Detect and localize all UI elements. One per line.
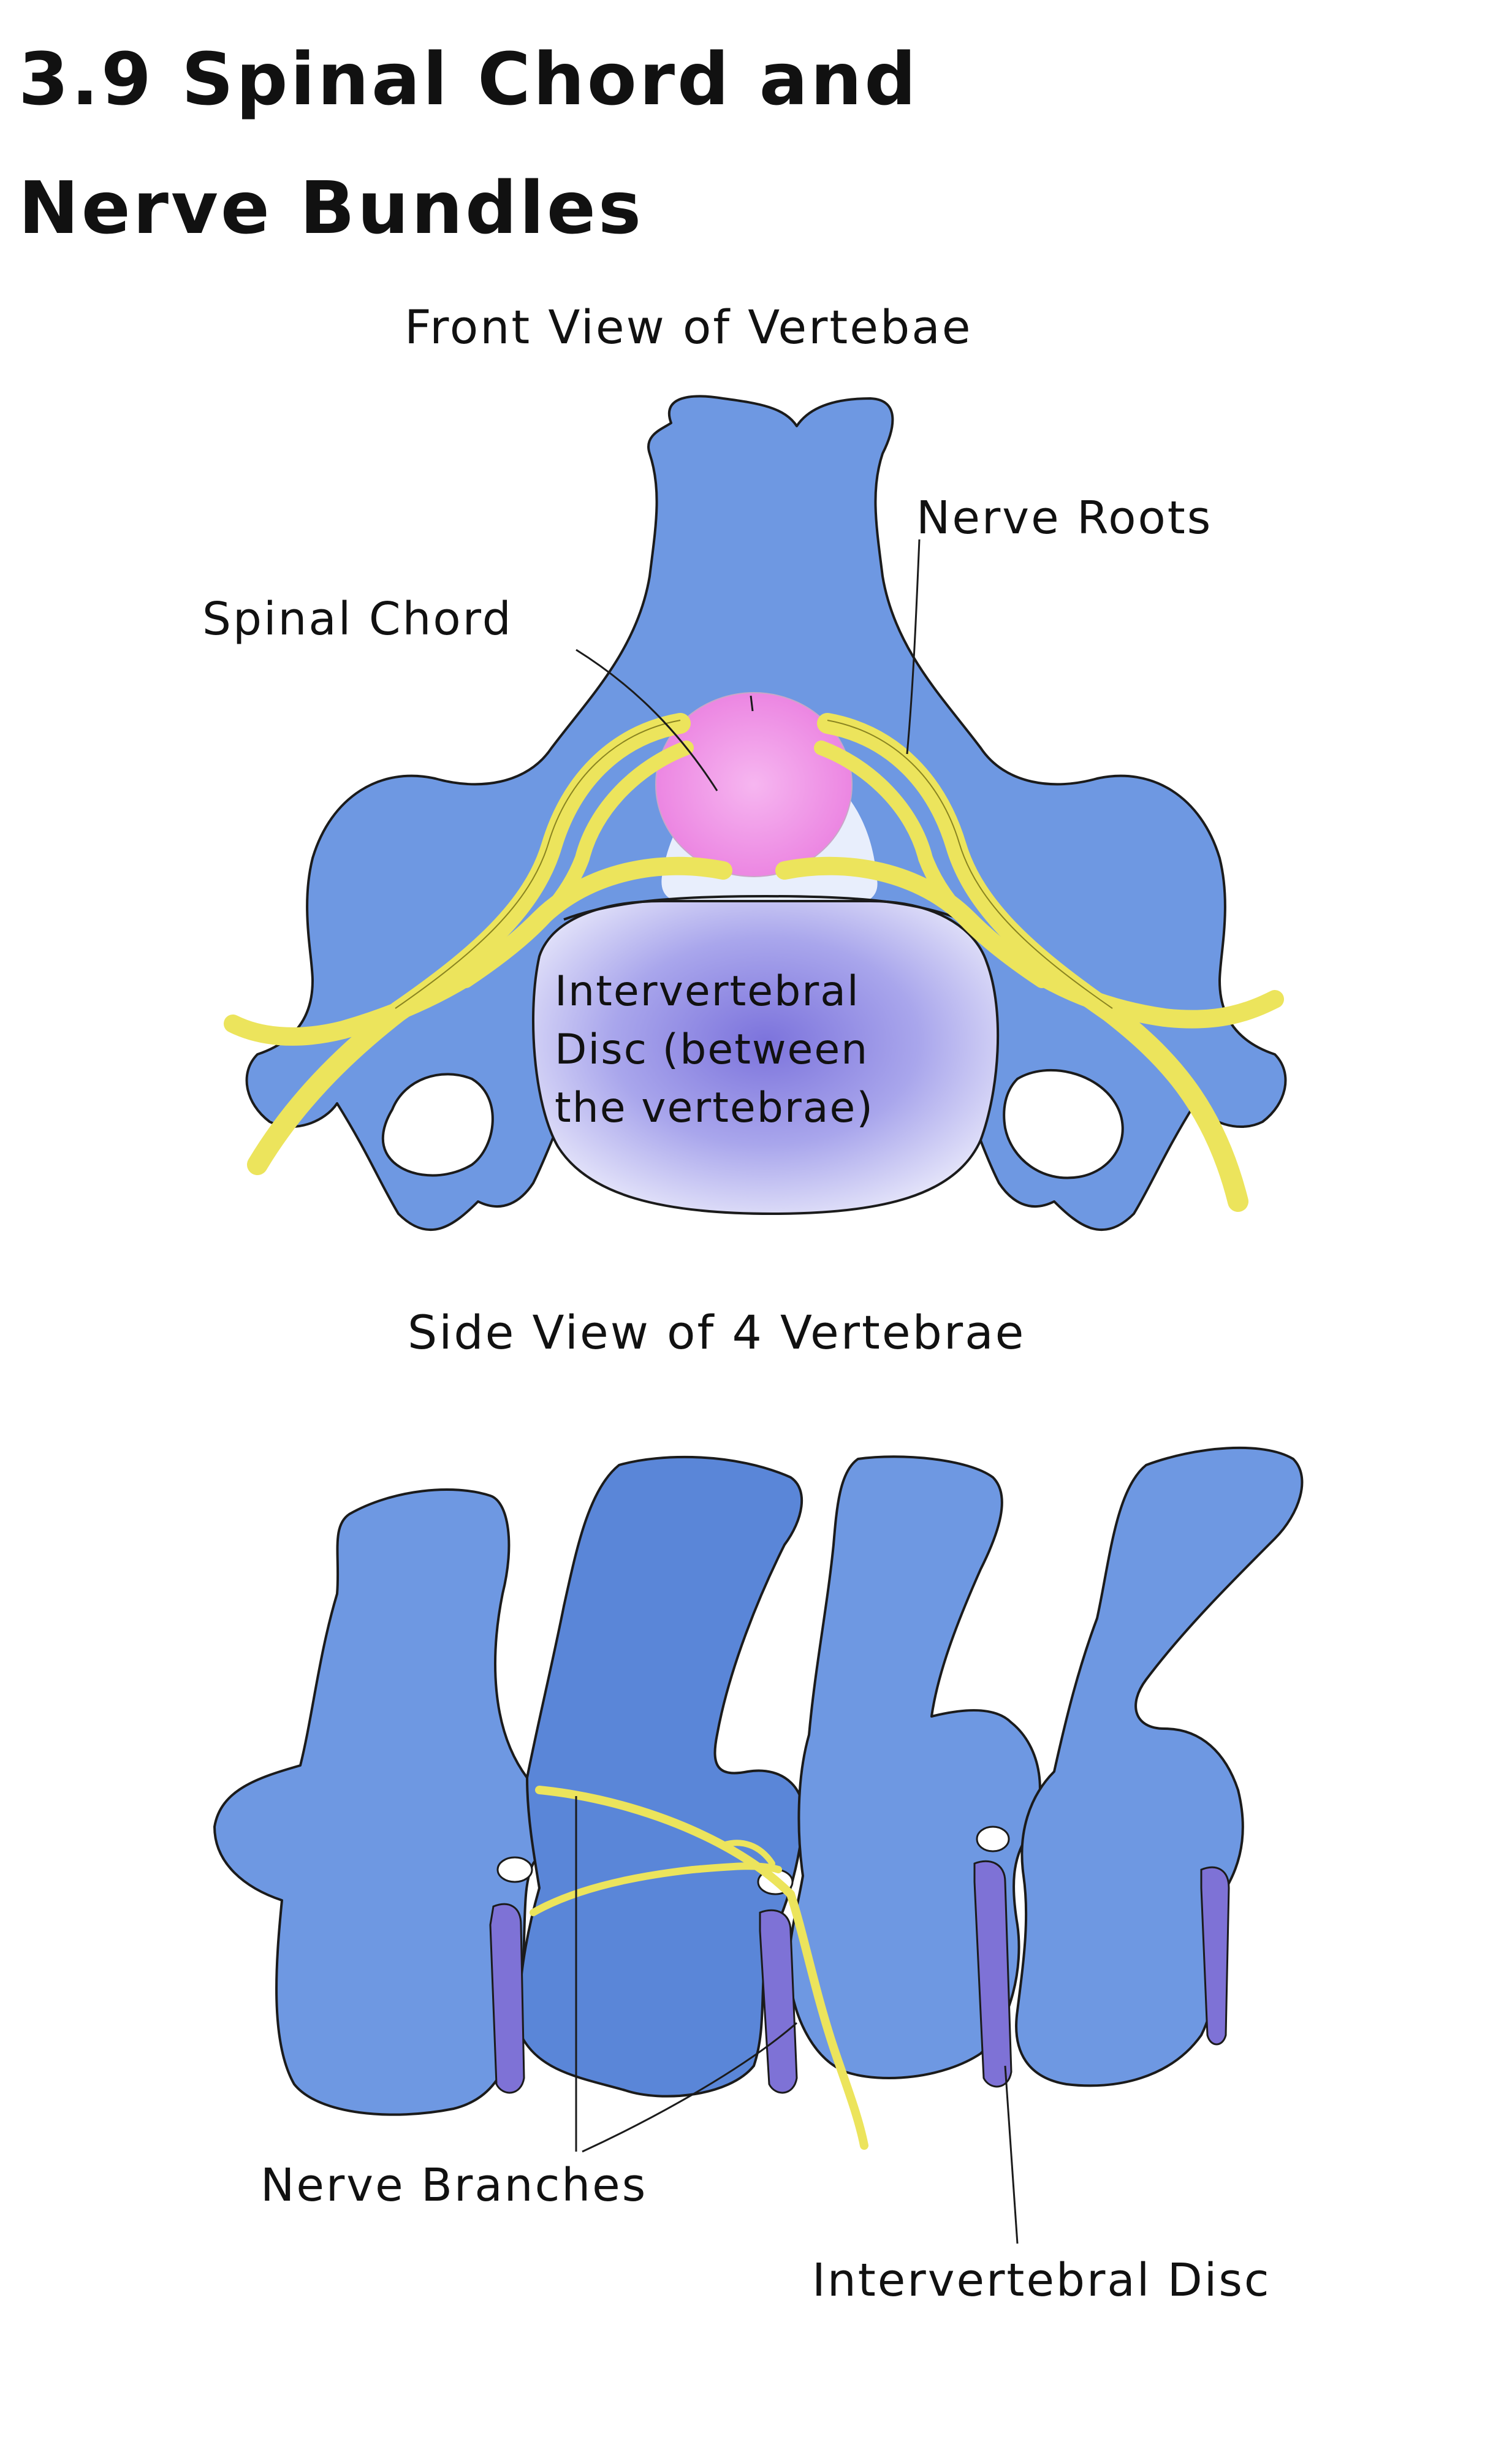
spinal-chord-midline <box>750 695 754 712</box>
nerve-branches-label: Nerve Branches <box>260 2159 647 2212</box>
side-vertebra-1 <box>213 1488 548 2116</box>
side-disc-3 <box>973 1860 1012 2088</box>
intervertebral-disc-leader <box>1004 2065 1019 2244</box>
spinal-chord <box>655 692 853 877</box>
side-disc-4 <box>1200 1866 1230 2046</box>
right-foramen <box>1003 1068 1124 1179</box>
spinal-chord-leader <box>576 649 718 791</box>
intervertebral-disc-label: Intervertebral Disc <box>812 2254 1271 2307</box>
front-view-vertebra-diagram <box>224 395 1287 1232</box>
page-title-line2: Nerve Bundles <box>18 166 644 250</box>
front-nerve-roots <box>224 713 1284 1212</box>
disc-label-line1: Intervertebral <box>555 967 860 1016</box>
nerve-branches-leader-right <box>582 2022 797 2153</box>
left-foramen <box>381 1073 494 1177</box>
side-disc-1 <box>489 1903 525 2094</box>
disc-label-line2: Disc (between <box>555 1026 868 1074</box>
side-disc-2 <box>759 1909 798 2094</box>
nerve-roots-leader <box>906 539 921 755</box>
side-view-vertebrae-diagram <box>213 1446 1304 2244</box>
disc-label-line3: the vertebrae) <box>555 1084 874 1132</box>
spinal-chord-label: Spinal Chord <box>202 593 513 645</box>
page-title-line1: 3.9 Spinal Chord and <box>18 37 919 121</box>
side-view-heading: Side View of 4 Vertebrae <box>408 1305 1025 1360</box>
front-view-heading: Front View of Vertebae <box>405 300 973 354</box>
nerve-roots-label: Nerve Roots <box>916 492 1212 544</box>
side-gap-3 <box>976 1826 1010 1852</box>
side-vertebra-2 <box>518 1455 805 2098</box>
side-nerve-branches <box>530 1786 868 2150</box>
side-gap-1 <box>496 1856 533 1883</box>
disc-top-rim <box>563 894 969 924</box>
side-vertebra-4 <box>1015 1446 1304 2087</box>
